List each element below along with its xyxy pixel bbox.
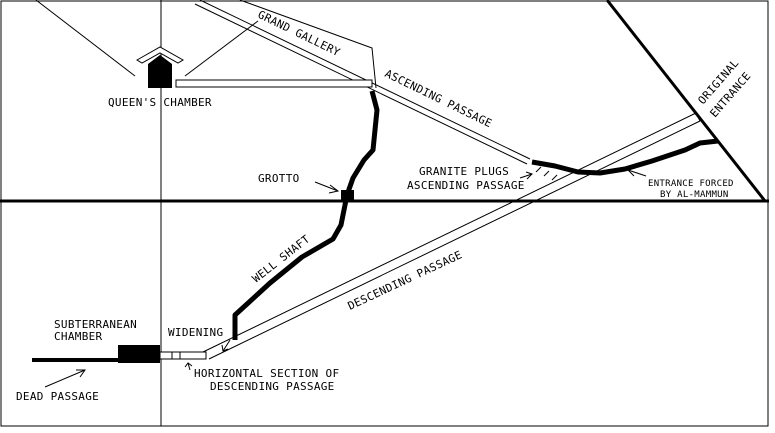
original-entrance-mark [695,112,701,122]
gallery-roof-line-left [35,0,136,77]
label-granite-plugs-line1: GRANITE PLUGS [419,165,509,178]
well-shaft [232,90,380,340]
label-granite-plugs-line2: ASCENDING PASSAGE [407,179,525,192]
descending-passage-line-lower [208,120,701,360]
label-horizontal-section-line1: HORIZONTAL SECTION OF [194,367,339,380]
dead-passage [32,358,118,362]
label-dead-passage: DEAD PASSAGE [16,390,99,403]
label-queens-chamber: QUEEN'S CHAMBER [108,96,212,109]
label-horizontal-section-line2: DESCENDING PASSAGE [210,380,335,393]
label-subterranean-line2: CHAMBER [54,330,103,343]
label-subterranean-line1: SUBTERRANEAN [54,318,137,331]
granite-plug-2 [543,170,550,177]
pyramid-face [605,0,767,202]
pointer-arrows [44,166,647,388]
granite-plug-1 [535,166,542,173]
grand-gallery-outline [239,0,377,89]
label-grotto: GROTTO [258,172,300,185]
label-entrance-forced-line1: ENTRANCE FORCED [648,179,734,189]
descending-passage-line-upper [202,112,697,353]
horizontal-section [159,351,207,360]
diagram-frame [0,0,769,427]
gallery-roof-line-mid [184,20,259,77]
queens-chamber-roof [136,46,184,64]
label-descending-passage: DESCENDING PASSAGE [346,248,464,312]
subterranean-chamber [118,345,160,363]
queens-chamber-passage [175,79,373,88]
granite-plug-3 [551,174,558,181]
queens-chamber [148,55,172,88]
label-widening: WIDENING [168,326,223,339]
label-entrance-forced-line2: BY AL-MAMMUN [660,190,729,200]
grotto [341,190,354,200]
al-mammun-tunnel [531,138,719,176]
